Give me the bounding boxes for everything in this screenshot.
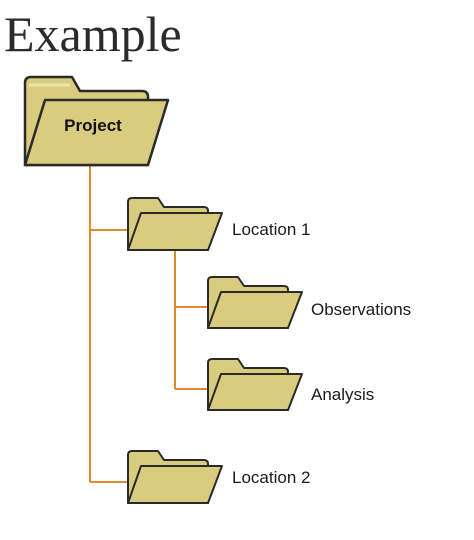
folder-label-analysis: Analysis — [311, 385, 375, 404]
folder-icon-location-1[interactable] — [127, 197, 223, 251]
folder-icon-observations[interactable] — [207, 276, 303, 329]
folder-icon-analysis[interactable] — [207, 358, 303, 411]
folder-label-location-1: Location 1 — [232, 220, 311, 239]
folder-label-observations: Observations — [311, 300, 412, 319]
folder-label-project: Project — [64, 116, 122, 135]
folder-label-location-2: Location 2 — [232, 468, 311, 487]
folder-icon-project[interactable]: Project — [23, 75, 170, 167]
tree-connectors — [89, 165, 207, 483]
page-title: Example — [4, 6, 182, 62]
folder-icon-location-2[interactable] — [127, 450, 223, 504]
